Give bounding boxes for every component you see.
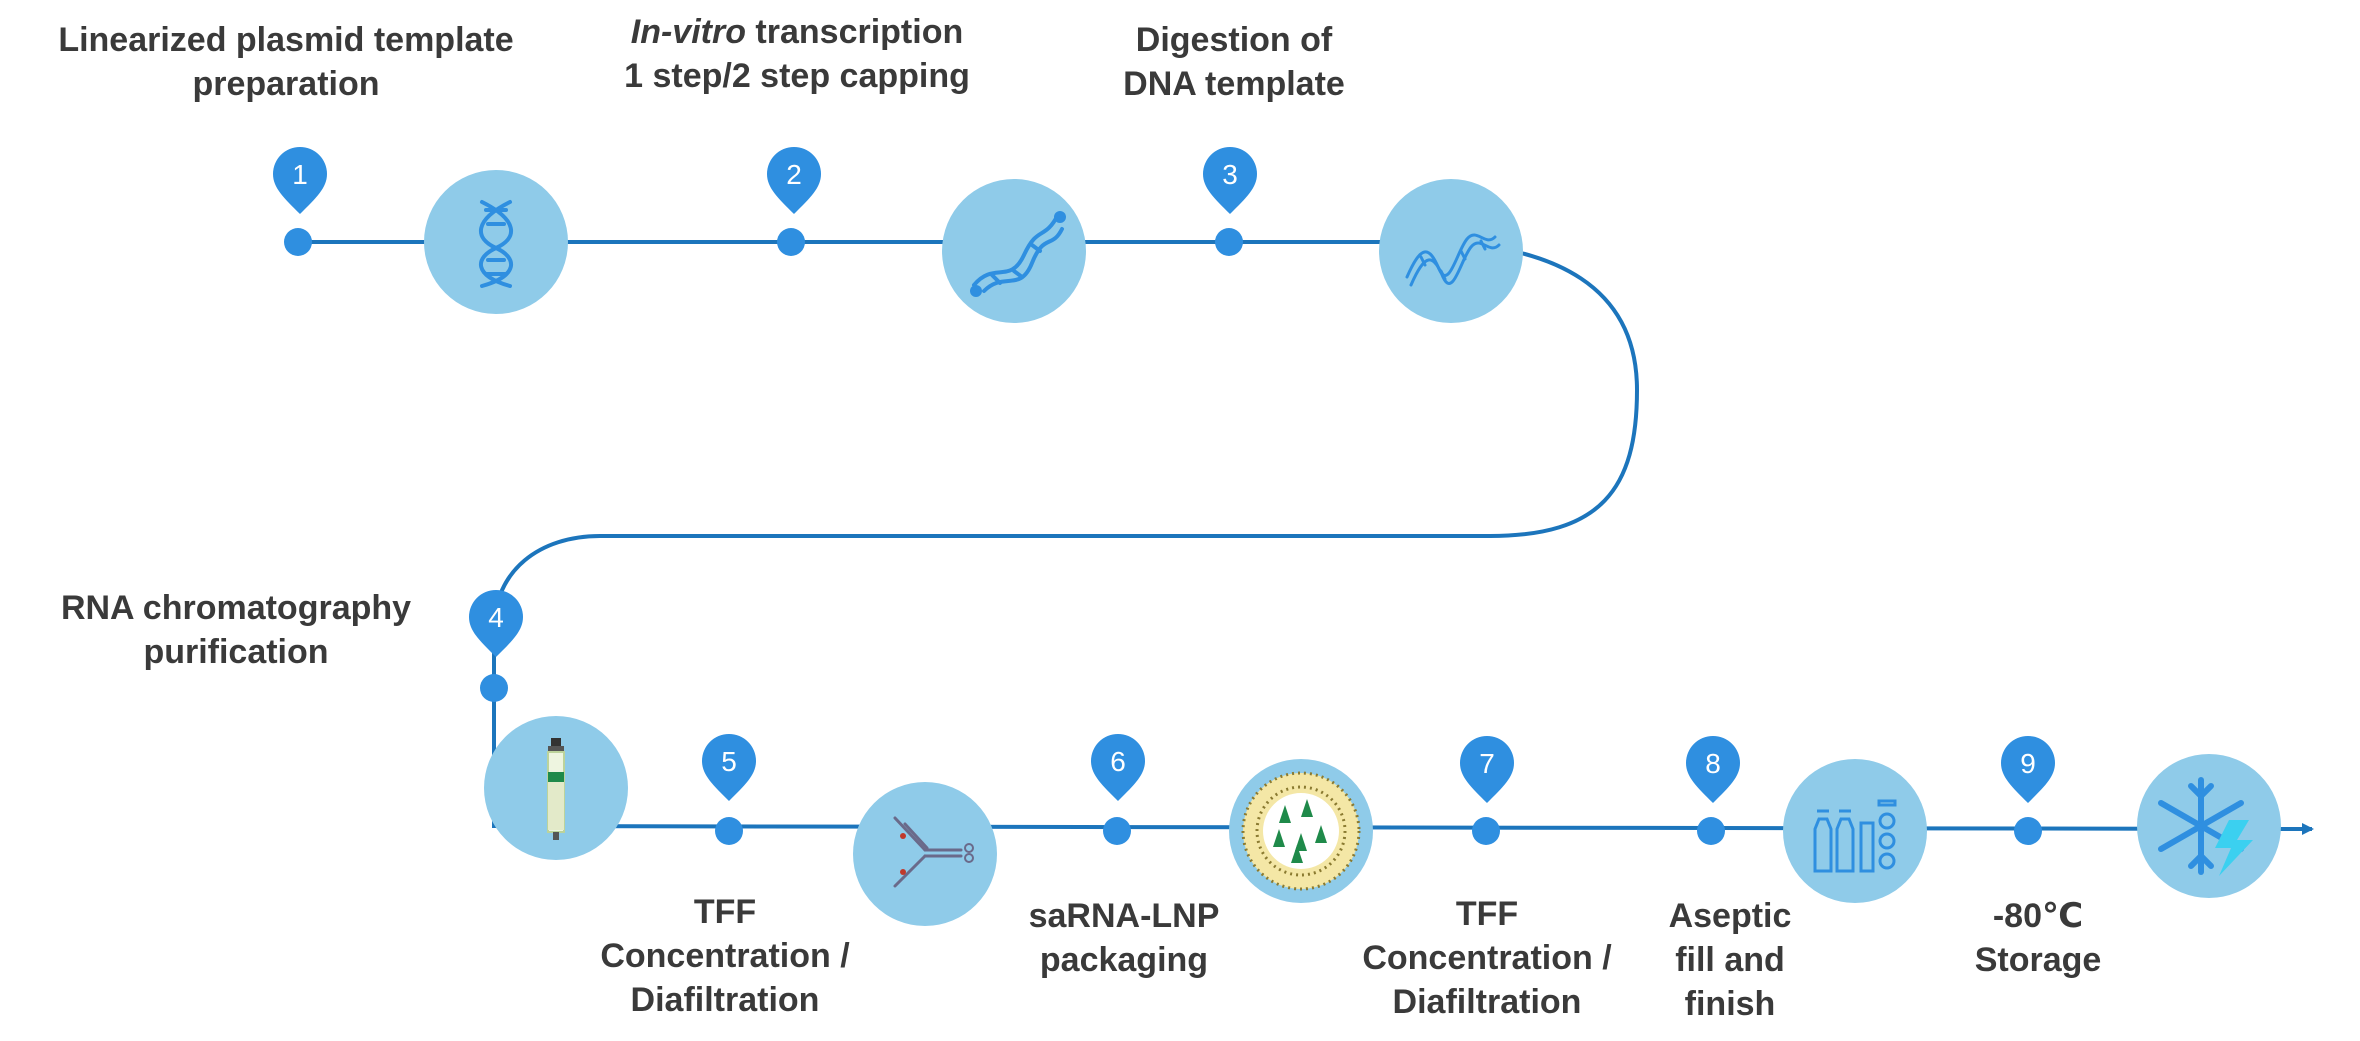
step-node-8	[1697, 817, 1725, 845]
step-node-5	[715, 817, 743, 845]
step-label-9-line-1: -80℃	[1992, 897, 2084, 935]
step-label-5: TFF Concentration / Diafiltration	[555, 890, 895, 1022]
step-label-7-line-2: Concentration /	[1362, 939, 1612, 977]
step-label-2-line-1: In-vitro transcription	[537, 10, 1057, 54]
step-pin-8: 8	[1686, 736, 1740, 803]
dna-double-helix-icon	[424, 170, 568, 314]
step-label-2: In-vitro transcription 1 step/2 step cap…	[537, 10, 1057, 98]
step-node-4	[480, 674, 508, 702]
step-pin-6: 6	[1091, 734, 1145, 801]
step-node-9	[2014, 817, 2042, 845]
step-label-5-line-3: Diafiltration	[630, 981, 820, 1019]
step-pin-4: 4	[469, 590, 523, 657]
step-label-8-line-1: Aseptic	[1668, 897, 1792, 935]
step-label-9-line-2: Storage	[1974, 941, 2102, 979]
step-number-2: 2	[786, 159, 802, 190]
step-label-7-line-3: Diafiltration	[1392, 983, 1582, 1021]
step-label-8: Aseptic fill and finish	[1620, 894, 1840, 1026]
step-label-2-line-2: 1 step/2 step capping	[624, 57, 970, 95]
step-label-3-line-2: DNA template	[1123, 65, 1345, 103]
step-pin-1: 1	[273, 147, 327, 214]
tff-membrane-icon	[853, 782, 997, 926]
step-pin-3: 3	[1203, 147, 1257, 214]
step-label-9: -80℃ Storage	[1928, 894, 2148, 982]
step-label-3-line-1: Digestion of	[1135, 21, 1333, 59]
step-label-2-line-1-rest: transcription	[745, 13, 964, 51]
step-label-4-line-1: RNA chromatography	[60, 589, 412, 627]
step-label-8-line-3: finish	[1684, 985, 1776, 1023]
vials-icon	[1783, 759, 1927, 903]
step-label-6-line-1: saRNA-LNP	[1028, 897, 1220, 935]
dna-helix-capping-icon	[942, 179, 1086, 323]
step-label-2-italic: In-vitro	[630, 13, 746, 51]
step-label-4: RNA chromatography purification	[6, 586, 466, 674]
step-label-8-line-2: fill and	[1675, 941, 1785, 979]
step-node-2	[777, 228, 805, 256]
step-number-3: 3	[1222, 159, 1238, 190]
snowflake-lightning-icon	[2137, 754, 2281, 898]
step-node-7	[1472, 817, 1500, 845]
step-number-1: 1	[292, 159, 308, 190]
step-number-4: 4	[488, 602, 504, 633]
step-label-5-line-1: TFF	[693, 893, 757, 931]
step-label-1-line-1: Linearized plasmid template	[58, 21, 514, 59]
step-number-5: 5	[721, 746, 737, 777]
step-label-7-line-1: TFF	[1455, 895, 1519, 933]
step-label-6: saRNA-LNP packaging	[974, 894, 1274, 982]
step-node-3	[1215, 228, 1243, 256]
step-pin-9: 9	[2001, 736, 2055, 803]
step-pin-5: 5	[702, 734, 756, 801]
step-node-6	[1103, 817, 1131, 845]
step-number-6: 6	[1110, 746, 1126, 777]
step-label-3: Digestion of DNA template	[1044, 18, 1424, 106]
flow-path-line	[298, 240, 2314, 835]
dna-strand-icon	[1379, 179, 1523, 323]
step-label-7: TFF Concentration / Diafiltration	[1317, 892, 1657, 1024]
step-number-7: 7	[1479, 748, 1495, 779]
step-pin-2: 2	[767, 147, 821, 214]
step-label-1: Linearized plasmid template preparation	[6, 18, 566, 106]
step-number-9: 9	[2020, 748, 2036, 779]
step-number-8: 8	[1705, 748, 1721, 779]
step-label-5-line-2: Concentration /	[600, 937, 850, 975]
chromatography-column-icon	[484, 716, 628, 860]
step-node-1	[284, 228, 312, 256]
step-label-6-line-2: packaging	[1039, 941, 1209, 979]
lipid-nanoparticle-icon	[1229, 759, 1373, 903]
step-label-4-line-2: purification	[143, 633, 329, 671]
step-pin-7: 7	[1460, 736, 1514, 803]
step-label-1-line-2: preparation	[192, 65, 380, 103]
